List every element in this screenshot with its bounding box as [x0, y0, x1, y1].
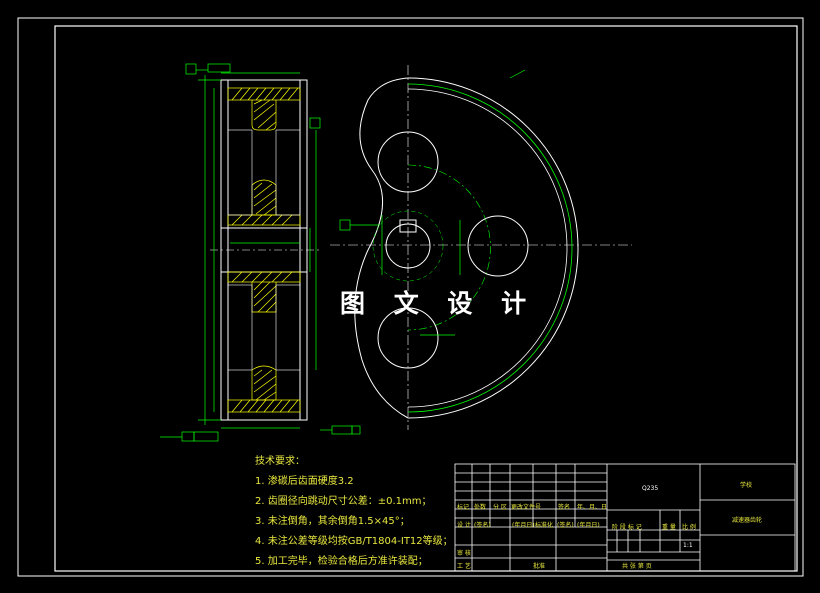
- stage-header-1: 阶 段 标 记: [612, 524, 642, 531]
- rev-header-2: 处数: [474, 504, 487, 511]
- rim-hatch-top: [227, 87, 301, 101]
- outer-frame: [17, 17, 804, 577]
- tech-notes-title: 技术要求：: [255, 456, 305, 467]
- rev-header-6: 年、月、日: [577, 504, 608, 511]
- rev-header-4: 更改文件号: [511, 504, 542, 511]
- web-hatch-upper: [251, 99, 277, 216]
- stage-header-3: 比 例: [682, 524, 696, 531]
- school-label: 学校: [740, 482, 753, 489]
- tech-note-5: 5. 加工完毕，检验合格后方准许装配；: [255, 556, 428, 567]
- tech-notes: 技术要求： 1. 渗碳后齿面硬度3.2 2. 齿圈径向跳动尺寸公差：±0.1mm…: [255, 452, 453, 572]
- stage-header-2: 重 量: [662, 524, 676, 531]
- rev-header-1: 标记: [457, 504, 470, 511]
- front-dimensions: [350, 69, 526, 336]
- scale-value: 1:1: [683, 542, 693, 549]
- approve-label: 批准: [533, 563, 546, 570]
- sign-row-6: (年月日): [577, 522, 600, 529]
- rev-header-3: 分 区: [493, 504, 507, 511]
- review-label: 审 核: [457, 550, 471, 557]
- inner-frame: [54, 25, 798, 572]
- sign-row-3: (年月日): [512, 522, 535, 529]
- hub-hatch-upper: [227, 214, 301, 226]
- tech-note-4: 4. 未注公差等级均按GB/T1804-IT12等级；: [255, 536, 453, 547]
- drawing-name: 减速器齿轮: [732, 517, 763, 524]
- title-block-grid: [454, 463, 796, 572]
- sheet-info: 共 张 第 页: [622, 563, 652, 570]
- section-dimensions: [160, 63, 361, 442]
- process-label: 工 艺: [457, 563, 471, 570]
- rev-header-5: 签名: [558, 504, 571, 511]
- material-label: Q235: [642, 485, 659, 492]
- watermark: 图 文 设 计: [340, 289, 537, 318]
- hub-hatch-lower: [227, 271, 301, 413]
- gear-section-view: [210, 79, 320, 421]
- sign-row-2: (签名): [474, 522, 491, 529]
- tech-note-3: 3. 未注倒角，其余倒角1.5×45°；: [255, 516, 410, 527]
- sign-row-1: 设 计: [457, 522, 471, 529]
- sign-row-5: (签名): [557, 522, 574, 529]
- gear-front-view: [330, 65, 632, 430]
- tech-note-2: 2. 齿圈径向跳动尺寸公差：±0.1mm；: [255, 496, 432, 507]
- sign-row-4: 标准化: [535, 522, 554, 529]
- tech-note-1: 1. 渗碳后齿面硬度3.2: [255, 476, 354, 487]
